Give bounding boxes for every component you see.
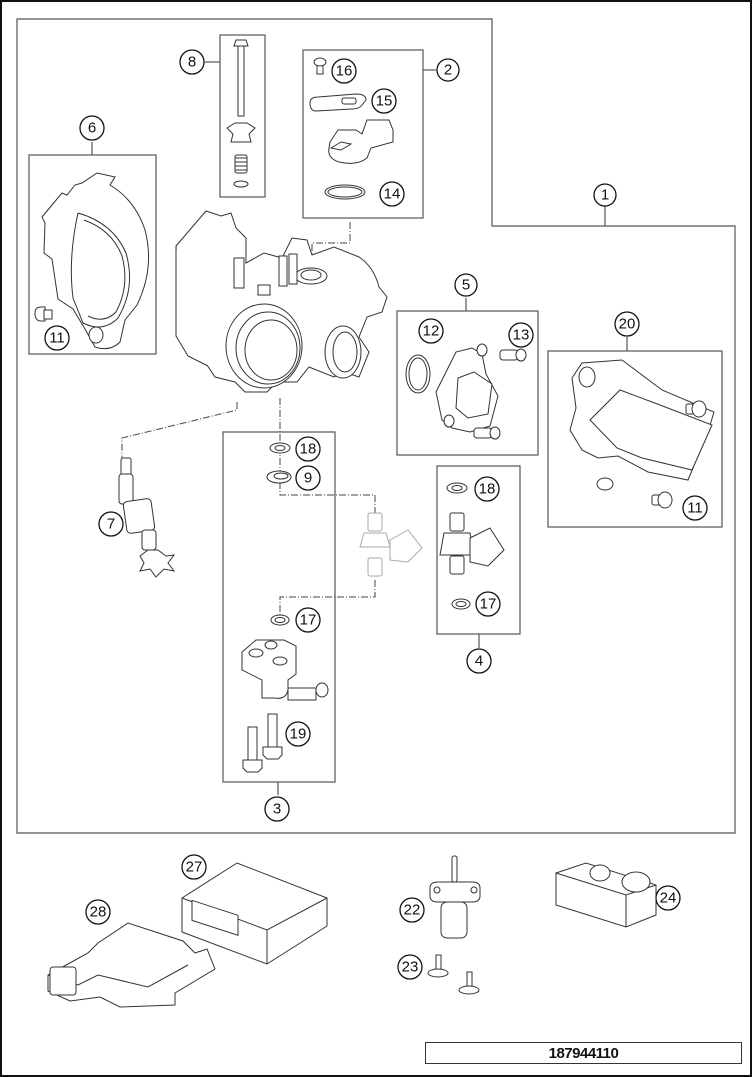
callout-1[interactable]: 1 [593,183,617,207]
control-unit-part [47,922,216,1008]
svg-text:17: 17 [300,612,317,629]
callout-19[interactable]: 19 [285,721,311,747]
intake-air-temp-sensor-part [118,457,176,578]
sensor-cover-part [569,359,715,509]
svg-text:19: 19 [290,726,307,743]
throttle-body-part [175,210,388,393]
callout-20[interactable]: 20 [614,311,640,337]
svg-text:4: 4 [475,653,483,670]
callout-8[interactable]: 8 [179,49,205,75]
group-5-box [396,310,539,456]
svg-text:18: 18 [479,481,496,498]
callout-11-sensor-cover[interactable]: 11 [682,495,708,521]
group-20-box [547,350,723,528]
callout-13[interactable]: 13 [508,322,534,348]
callout-4[interactable]: 4 [466,648,492,674]
svg-text:18: 18 [300,441,317,458]
svg-text:2: 2 [444,62,452,79]
callout-9[interactable]: 9 [295,465,321,491]
throttle-position-sensor-part [309,57,394,200]
assembly-line-17 [279,580,376,620]
svg-text:1: 1 [601,187,609,204]
temperature-sensor-part [429,855,481,939]
assembly-line-7 [121,402,238,458]
svg-text:9: 9 [304,470,312,487]
svg-text:28: 28 [90,904,107,921]
callout-7[interactable]: 7 [98,511,124,537]
group-2-box [302,49,424,219]
fuel-rail-part [241,442,329,773]
screws-part [427,954,480,995]
svg-text:13: 13 [513,327,530,344]
fuel-injector-part [439,482,505,610]
group-1-outline [16,18,736,834]
ecu-part [181,862,328,965]
map-sensor-part [405,343,527,440]
idle-screw-part [226,39,256,188]
callout-28[interactable]: 28 [85,899,111,925]
callout-17-injector[interactable]: 17 [475,591,501,617]
throttle-cover-part [34,172,150,350]
callout-2[interactable]: 2 [436,58,460,82]
group-8-box [219,34,266,198]
group-3-box [222,431,336,783]
svg-text:14: 14 [384,186,401,203]
callout-3[interactable]: 3 [264,796,290,822]
connector-part [555,862,657,928]
svg-text:12: 12 [423,323,440,340]
svg-text:27: 27 [186,859,203,876]
svg-text:16: 16 [336,63,353,80]
svg-text:20: 20 [619,316,636,333]
callout-15[interactable]: 15 [371,88,397,114]
svg-text:17: 17 [480,596,497,613]
callout-22[interactable]: 22 [399,897,425,923]
svg-text:5: 5 [462,277,470,294]
callout-12[interactable]: 12 [418,318,444,344]
callout-16[interactable]: 16 [331,58,357,84]
svg-text:24: 24 [660,890,677,907]
svg-text:11: 11 [49,330,65,347]
callout-24[interactable]: 24 [655,885,681,911]
callout-14[interactable]: 14 [379,181,405,207]
svg-text:7: 7 [107,516,115,533]
reference-number-label: 187944110 [425,1042,742,1064]
callout-27[interactable]: 27 [181,854,207,880]
svg-text:22: 22 [404,902,421,919]
callout-5[interactable]: 5 [454,273,478,297]
svg-text:23: 23 [402,959,419,976]
svg-text:6: 6 [88,120,96,137]
svg-text:8: 8 [188,54,196,71]
callout-6[interactable]: 6 [79,115,105,141]
callout-11-cover[interactable]: 11 [44,325,70,351]
callout-18-injector[interactable]: 18 [474,476,500,502]
callout-18-rail[interactable]: 18 [295,436,321,462]
fuel-injector-ghost-part [359,512,423,577]
callout-23[interactable]: 23 [397,954,423,980]
svg-text:11: 11 [687,500,703,517]
callout-17-rail[interactable]: 17 [295,607,321,633]
assembly-line-9 [279,398,376,515]
svg-text:3: 3 [273,801,281,818]
svg-text:15: 15 [376,93,393,110]
